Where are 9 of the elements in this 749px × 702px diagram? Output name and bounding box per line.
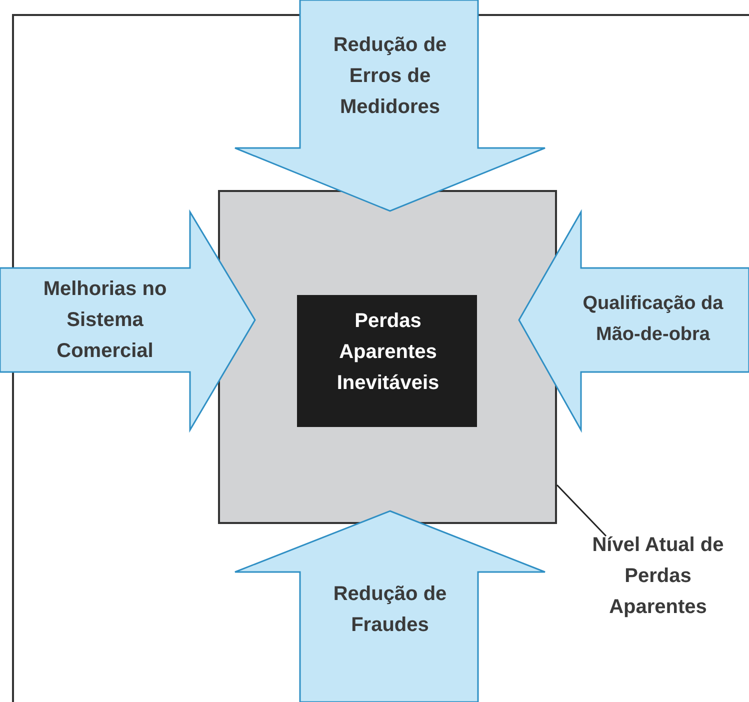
core-box — [297, 295, 477, 427]
node-label: Melhorias no Sistema Comercial — [42, 277, 168, 364]
node-label: Redução de Fraudes — [332, 582, 448, 638]
node-label: Qualificação da Mão-de-obra — [582, 292, 724, 347]
annotation-text: Nível Atual de Perdas Aparentes — [591, 533, 725, 620]
leader-line — [556, 484, 607, 537]
level-box — [218, 190, 557, 524]
node-label: Perdas Aparentes Inevitáveis — [336, 309, 440, 396]
node-label: Redução de Erros de Medidores — [332, 33, 448, 120]
